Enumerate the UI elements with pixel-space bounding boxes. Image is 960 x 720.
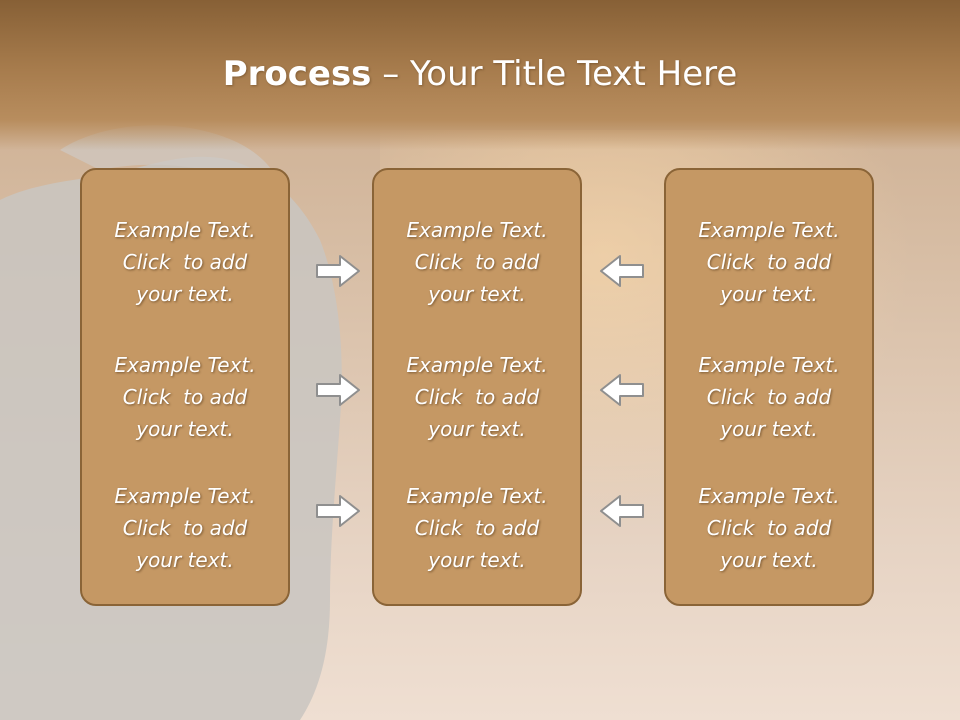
text-placeholder[interactable]: Example Text. Click to add your text.	[666, 214, 872, 310]
process-box-left[interactable]: Example Text. Click to add your text. Ex…	[80, 168, 290, 606]
text-line: Example Text.	[406, 353, 548, 377]
arrow-right-icon[interactable]	[314, 253, 362, 289]
text-line: Click to add	[706, 516, 832, 540]
arrow-left-icon[interactable]	[598, 493, 646, 529]
process-box-right[interactable]: Example Text. Click to add your text. Ex…	[664, 168, 874, 606]
text-line: your text.	[428, 417, 526, 441]
text-line: Example Text.	[698, 353, 840, 377]
text-placeholder[interactable]: Example Text. Click to add your text.	[374, 349, 580, 445]
text-line: Example Text.	[114, 353, 256, 377]
text-line: Example Text.	[114, 218, 256, 242]
slide-title[interactable]: Process – Your Title Text Here	[0, 52, 960, 96]
text-line: Click to add	[706, 250, 832, 274]
arrow-right-icon[interactable]	[314, 493, 362, 529]
arrow-left-icon[interactable]	[598, 372, 646, 408]
text-line: your text.	[428, 282, 526, 306]
text-line: your text.	[136, 548, 234, 572]
text-line: Example Text.	[406, 218, 548, 242]
text-line: your text.	[720, 282, 818, 306]
arrow-right-icon[interactable]	[314, 372, 362, 408]
text-placeholder[interactable]: Example Text. Click to add your text.	[82, 214, 288, 310]
text-line: your text.	[136, 417, 234, 441]
text-line: Example Text.	[698, 484, 840, 508]
text-placeholder[interactable]: Example Text. Click to add your text.	[82, 349, 288, 445]
text-line: Click to add	[414, 516, 540, 540]
text-line: Example Text.	[114, 484, 256, 508]
text-line: your text.	[720, 548, 818, 572]
text-placeholder[interactable]: Example Text. Click to add your text.	[666, 349, 872, 445]
text-line: Click to add	[122, 385, 248, 409]
text-placeholder[interactable]: Example Text. Click to add your text.	[82, 480, 288, 576]
text-line: Click to add	[122, 516, 248, 540]
text-line: Example Text.	[406, 484, 548, 508]
text-placeholder[interactable]: Example Text. Click to add your text.	[374, 214, 580, 310]
text-line: Click to add	[414, 385, 540, 409]
title-bar	[0, 0, 960, 150]
text-line: Click to add	[414, 250, 540, 274]
title-bold-text: Process	[222, 54, 372, 94]
text-line: your text.	[720, 417, 818, 441]
title-rest-text: – Your Title Text Here	[371, 54, 738, 94]
text-line: your text.	[428, 548, 526, 572]
text-placeholder[interactable]: Example Text. Click to add your text.	[666, 480, 872, 576]
text-line: Example Text.	[698, 218, 840, 242]
arrow-left-icon[interactable]	[598, 253, 646, 289]
text-placeholder[interactable]: Example Text. Click to add your text.	[374, 480, 580, 576]
process-box-center[interactable]: Example Text. Click to add your text. Ex…	[372, 168, 582, 606]
text-line: Click to add	[706, 385, 832, 409]
text-line: Click to add	[122, 250, 248, 274]
text-line: your text.	[136, 282, 234, 306]
